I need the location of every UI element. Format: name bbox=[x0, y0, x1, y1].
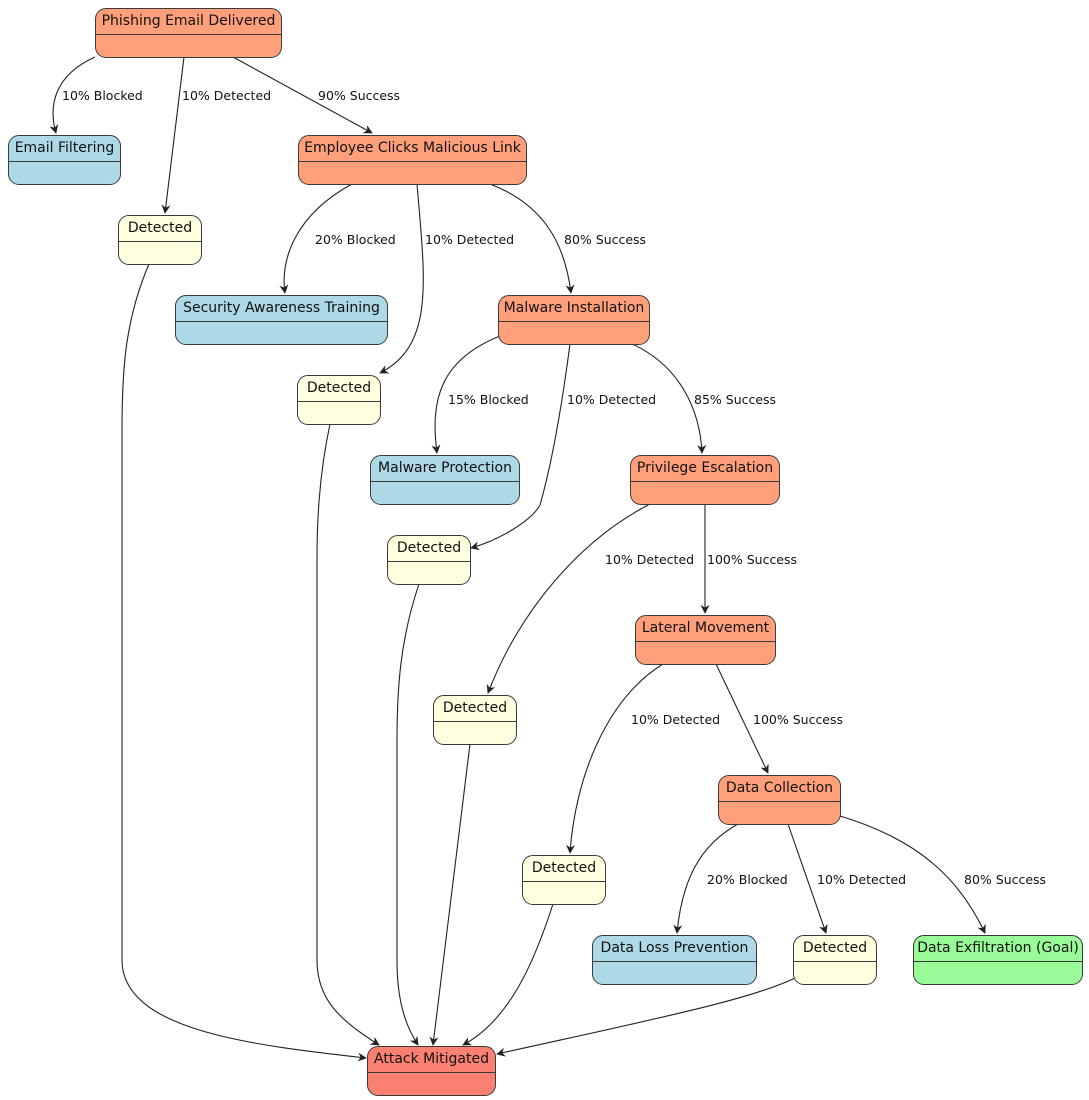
state-lateral: Lateral Movement bbox=[635, 615, 776, 665]
state-detected-3: Detected bbox=[387, 535, 471, 585]
state-label: Detected bbox=[434, 696, 516, 722]
edge-detected-5-to-mitigated bbox=[462, 903, 554, 1046]
state-label: Detected bbox=[794, 936, 876, 962]
state-awareness: Security Awareness Training bbox=[175, 295, 388, 345]
state-label: Data Loss Prevention bbox=[593, 936, 756, 962]
state-label: Malware Protection bbox=[371, 456, 519, 482]
state-label: Security Awareness Training bbox=[176, 296, 387, 322]
edge-privilege-to-detected-4 bbox=[486, 503, 651, 694]
edge-clicks-to-detected-2 bbox=[379, 183, 424, 374]
edge-label: 10% Detected bbox=[631, 712, 720, 727]
edge-phishing-to-clicks bbox=[232, 56, 373, 134]
edge-label: 100% Success bbox=[707, 552, 797, 567]
state-detected-1: Detected bbox=[118, 215, 202, 265]
edge-label: 80% Success bbox=[564, 232, 646, 247]
edge-phishing-to-detected-1 bbox=[161, 56, 185, 214]
state-dlp: Data Loss Prevention bbox=[592, 935, 757, 985]
state-exfiltration: Data Exfiltration (Goal) bbox=[913, 935, 1083, 985]
state-privilege: Privilege Escalation bbox=[630, 455, 780, 505]
edge-collection-to-detected-6 bbox=[787, 823, 828, 934]
state-label: Data Collection bbox=[719, 776, 840, 802]
edge-label: 10% Detected bbox=[605, 552, 694, 567]
edge-detected-4-to-mitigated bbox=[429, 743, 471, 1046]
state-detected-6: Detected bbox=[793, 935, 877, 985]
edge-phishing-to-email-filtering bbox=[49, 56, 96, 134]
edge-clicks-to-malware bbox=[489, 183, 575, 294]
edge-detected-2-to-mitigated bbox=[316, 423, 380, 1046]
edge-lateral-to-detected-5 bbox=[566, 663, 664, 854]
state-detected-2: Detected bbox=[297, 375, 381, 425]
state-label: Data Exfiltration (Goal) bbox=[914, 936, 1082, 962]
state-label: Lateral Movement bbox=[636, 616, 775, 642]
state-label: Privilege Escalation bbox=[631, 456, 779, 482]
state-label: Email Filtering bbox=[9, 136, 120, 162]
edge-label: 20% Blocked bbox=[707, 872, 788, 887]
state-label: Attack Mitigated bbox=[368, 1047, 495, 1073]
state-detected-5: Detected bbox=[522, 855, 606, 905]
state-email-filtering: Email Filtering bbox=[8, 135, 121, 185]
state-label: Phishing Email Delivered bbox=[96, 9, 281, 35]
state-malware-protection: Malware Protection bbox=[370, 455, 520, 505]
edge-label: 20% Blocked bbox=[315, 232, 396, 247]
state-detected-4: Detected bbox=[433, 695, 517, 745]
edge-collection-to-dlp bbox=[673, 823, 739, 934]
edge-label: 10% Detected bbox=[425, 232, 514, 247]
edge-detected-1-to-mitigated bbox=[121, 263, 367, 1062]
state-label: Detected bbox=[523, 856, 605, 882]
edge-label: 90% Success bbox=[318, 88, 400, 103]
edge-label: 80% Success bbox=[964, 872, 1046, 887]
state-mitigated: Attack Mitigated bbox=[367, 1046, 496, 1096]
state-clicks: Employee Clicks Malicious Link bbox=[298, 135, 527, 185]
state-phishing: Phishing Email Delivered bbox=[95, 8, 282, 58]
edge-label: 10% Blocked bbox=[62, 88, 143, 103]
state-label: Malware Installation bbox=[499, 296, 649, 322]
edge-lateral-to-collection bbox=[715, 663, 769, 774]
edge-clicks-to-awareness bbox=[279, 183, 353, 294]
edge-label: 10% Detected bbox=[182, 88, 271, 103]
state-collection: Data Collection bbox=[718, 775, 841, 825]
edge-label: 100% Success bbox=[753, 712, 843, 727]
edge-label: 85% Success bbox=[694, 392, 776, 407]
edge-label: 10% Detected bbox=[817, 872, 906, 887]
edge-collection-to-exfiltration bbox=[839, 815, 986, 934]
state-label: Employee Clicks Malicious Link bbox=[299, 136, 526, 162]
edge-detected-3-to-mitigated bbox=[396, 583, 420, 1046]
state-label: Detected bbox=[119, 216, 201, 242]
edge-label: 15% Blocked bbox=[448, 392, 529, 407]
edge-label: 10% Detected bbox=[567, 392, 656, 407]
state-label: Detected bbox=[298, 376, 380, 402]
state-label: Detected bbox=[388, 536, 470, 562]
edge-malware-to-privilege bbox=[629, 342, 707, 454]
state-malware: Malware Installation bbox=[498, 295, 650, 345]
edge-malware-to-malware-protection bbox=[431, 335, 501, 454]
edge-detected-6-to-mitigated bbox=[496, 977, 796, 1057]
edge-malware-to-detected-3 bbox=[470, 343, 571, 551]
